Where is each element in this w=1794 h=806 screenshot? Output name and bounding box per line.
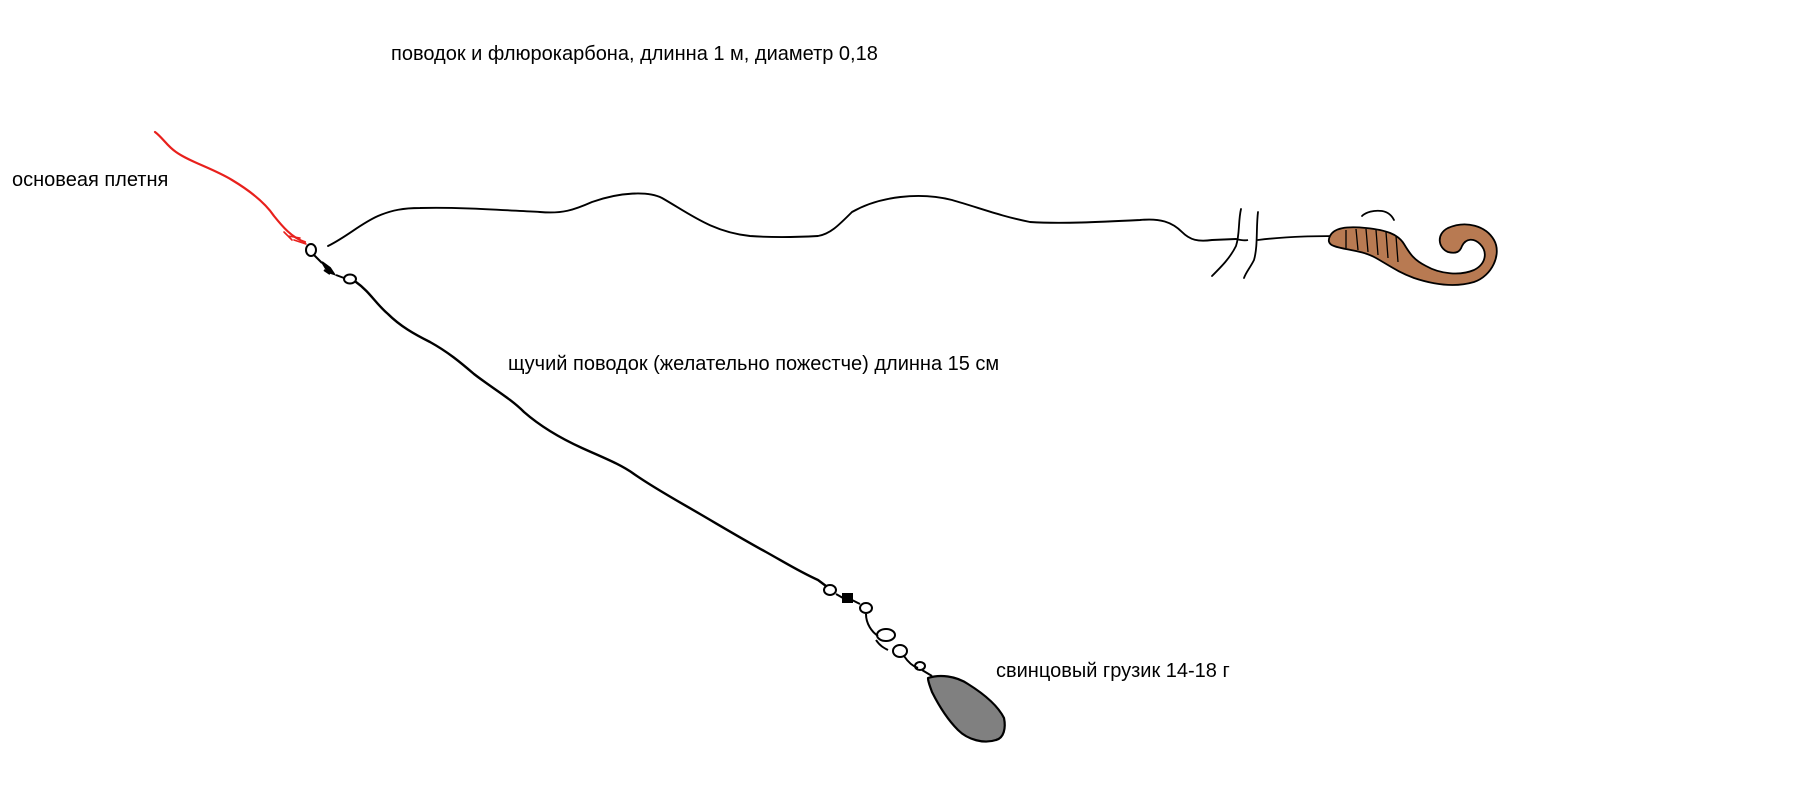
- lead-sinker-icon: [926, 674, 1006, 743]
- pike-leader-line: [354, 280, 828, 588]
- pike-leader-label: щучий поводок (желательно пожестче) длин…: [508, 353, 1000, 375]
- main-braid-line: [153, 130, 307, 244]
- fluorocarbon-leader-label: поводок и флюрокарбона, длинна 1 м, диам…: [391, 43, 878, 65]
- twister-lure-icon: [1327, 223, 1498, 286]
- upper-swivel-icon: [305, 243, 357, 285]
- braid-frayed-end: [283, 231, 307, 245]
- main-braid-label: основеая плетня: [12, 169, 169, 191]
- lower-swivel-icon: [823, 584, 933, 677]
- fluorocarbon-leader-line: [327, 192, 1237, 247]
- lead-sinker-label: свинцовый грузик 14-18 г: [996, 660, 1230, 682]
